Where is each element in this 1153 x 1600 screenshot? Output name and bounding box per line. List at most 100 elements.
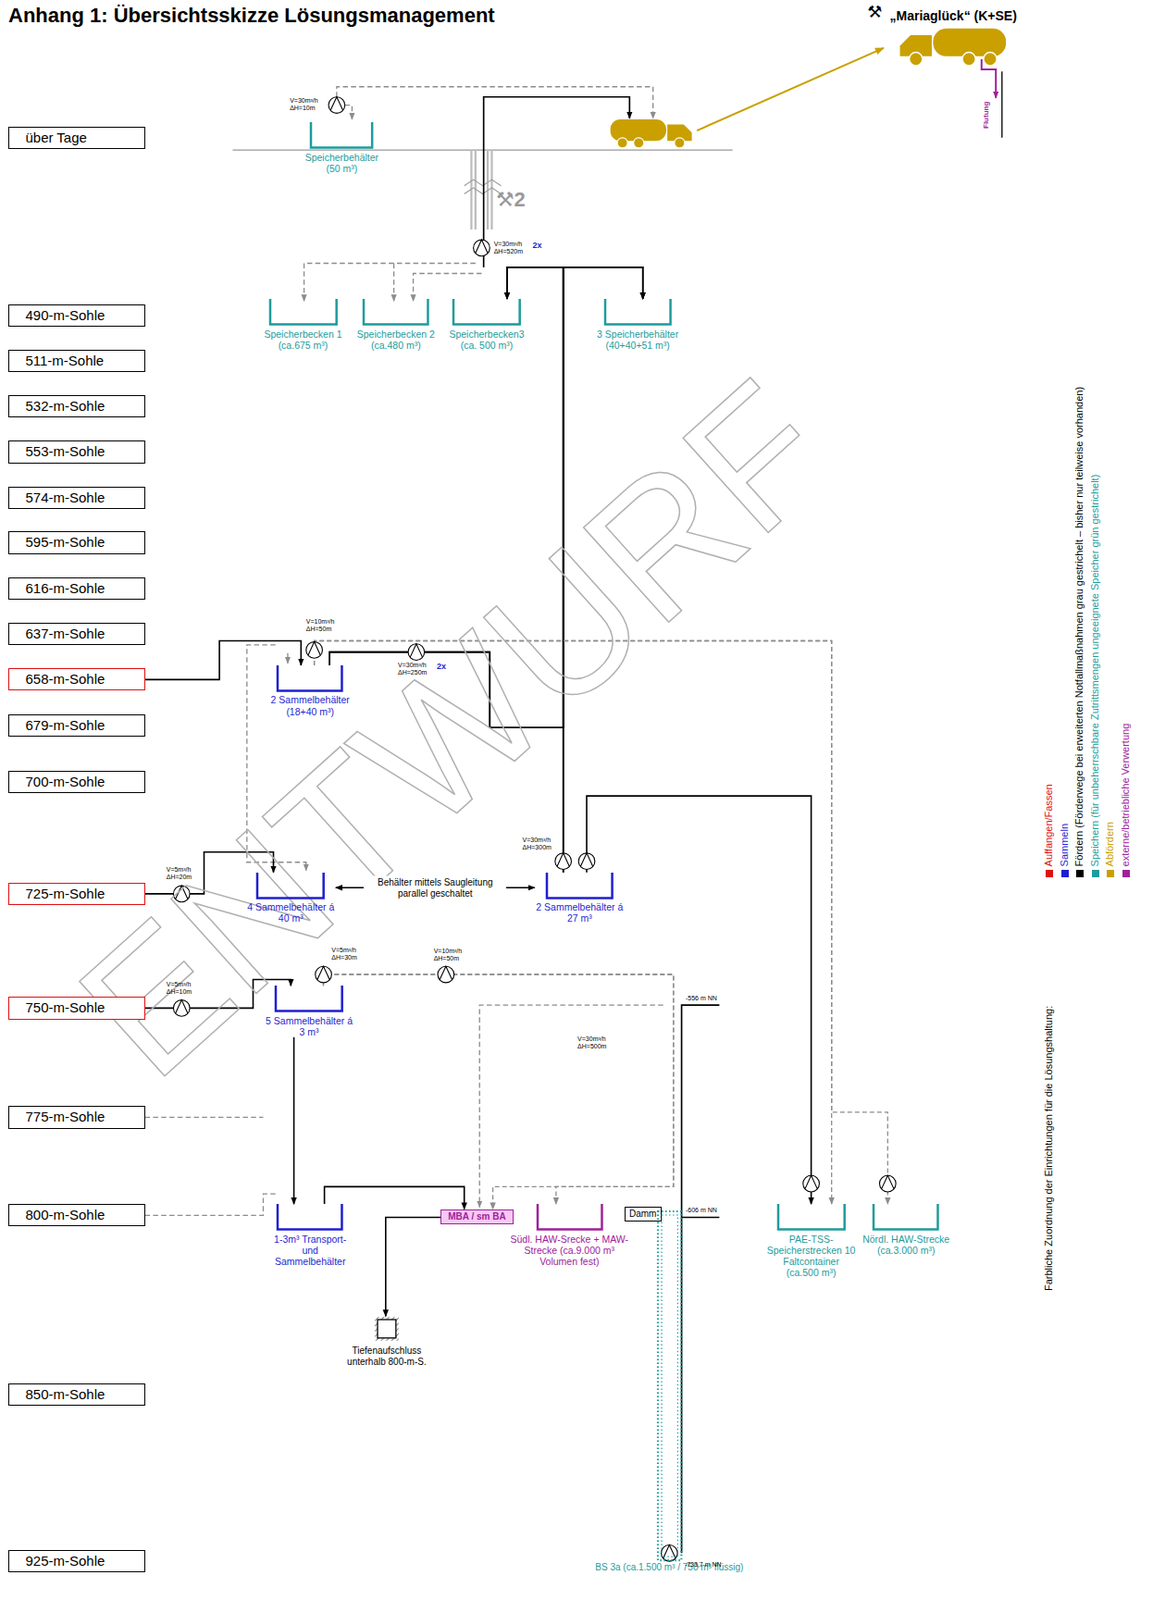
tank-wall bbox=[270, 298, 337, 325]
level-name: 511-m-Sohle bbox=[24, 350, 144, 372]
tank-node: 1-3m³ Transport- und Sammelbehälter bbox=[267, 1203, 354, 1267]
box-label: MBA / sm BA bbox=[445, 1210, 509, 1225]
level-box: 850-m-Sohle bbox=[8, 1383, 146, 1406]
pipe-connector bbox=[293, 1037, 296, 1204]
legend-swatch bbox=[1076, 869, 1084, 878]
level-name: 658-m-Sohle bbox=[24, 669, 144, 690]
pump-circle bbox=[661, 1544, 679, 1562]
level-box: 775-m-Sohle bbox=[8, 1105, 146, 1129]
pump-mark bbox=[308, 642, 321, 656]
annotation: V=10m³/h ΔH=50m bbox=[433, 947, 463, 963]
level-box: 679-m-Sohle bbox=[8, 714, 146, 737]
tank-label: 4 Sammelbehälter á 40 m³ bbox=[246, 872, 336, 925]
pump-symbol bbox=[408, 644, 425, 661]
tank-node: 2 Sammelbehälter á 27 m³ bbox=[534, 872, 625, 925]
tank-node: Nördl. HAW-Strecke (ca.3.000 m³) bbox=[857, 1203, 955, 1256]
pipe-connector bbox=[586, 795, 812, 1204]
level-box: 800-m-Sohle bbox=[8, 1203, 146, 1227]
pump-circle bbox=[173, 1000, 190, 1017]
tank-wall bbox=[277, 665, 342, 692]
level-name: 532-m-Sohle bbox=[24, 396, 144, 417]
pump-circle bbox=[408, 644, 425, 661]
pump-mark bbox=[175, 1000, 188, 1014]
level-box: 658-m-Sohle bbox=[8, 668, 146, 691]
legend-row: Fördern (Förderwege bei erweiterten Notf… bbox=[1071, 386, 1088, 878]
level-name: über Tage bbox=[24, 127, 144, 149]
tank-outline bbox=[255, 872, 326, 902]
annotation: 2x bbox=[436, 661, 447, 671]
annotation: ⚒2 bbox=[495, 187, 526, 211]
page-title: Anhang 1: Übersichtsskizze Lösungsmanage… bbox=[8, 3, 496, 28]
pipe-connector bbox=[323, 974, 674, 1204]
legend-swatch bbox=[1106, 869, 1115, 878]
legend-swatch bbox=[1045, 869, 1054, 878]
legend-text: Sammeln bbox=[1057, 823, 1069, 867]
tank-label: PAE-TSS-Speicherstrecken 10 Faltcontaine… bbox=[766, 1203, 856, 1278]
legend-row: Abfördern bbox=[1102, 821, 1118, 878]
dashed-pipes-part bbox=[304, 262, 476, 301]
shaft-label: Tiefenaufschluss unterhalb 800-m-S. bbox=[335, 1315, 438, 1367]
dashed-pipes-part bbox=[336, 86, 654, 119]
level-box: 553-m-Sohle bbox=[8, 440, 146, 463]
tank-node: Speicherbecken 1 (ca.675 m³) bbox=[257, 298, 349, 351]
level-box: 700-m-Sohle bbox=[8, 770, 146, 794]
legend-swatch bbox=[1060, 869, 1068, 878]
pump-mark bbox=[175, 885, 188, 899]
tank-wall bbox=[257, 872, 324, 899]
level-box: 725-m-Sohle bbox=[8, 882, 146, 906]
pump-symbol bbox=[803, 1175, 820, 1192]
pump-circle bbox=[879, 1175, 896, 1192]
level-box: 574-m-Sohle bbox=[8, 486, 146, 509]
pump-circle bbox=[173, 885, 190, 903]
dashed-pipes-part bbox=[393, 262, 395, 301]
pump-symbol bbox=[315, 966, 333, 983]
legend-heading: Farbliche Zuordnung der Einrichtungen fü… bbox=[1041, 1005, 1057, 1291]
annotation: V=30m³/h ΔH=300m bbox=[522, 836, 552, 852]
legend-swatch bbox=[1091, 869, 1099, 878]
legend-text: Auffangen/Fassen bbox=[1042, 783, 1054, 867]
borehole-inner bbox=[661, 1214, 678, 1557]
box-label: Damm bbox=[629, 1207, 658, 1220]
annotation: V=30m³/h ΔH=500m bbox=[577, 1035, 607, 1051]
tank-wall bbox=[310, 122, 372, 149]
dashed-pipes-part bbox=[286, 653, 288, 664]
level-name: 925-m-Sohle bbox=[24, 1550, 144, 1572]
tank-node: Südl. HAW-Srecke + MAW-Strecke (ca.9.000… bbox=[507, 1203, 633, 1267]
pump-symbol bbox=[879, 1175, 896, 1192]
pipe-connector bbox=[329, 267, 564, 728]
annotation: V=30m³/h ΔH=520m bbox=[494, 240, 523, 256]
level-name: 553-m-Sohle bbox=[24, 441, 144, 462]
level-box: 925-m-Sohle bbox=[8, 1549, 146, 1573]
pump-symbol bbox=[437, 966, 455, 983]
borehole-outline bbox=[656, 1209, 683, 1563]
tank-outline bbox=[273, 985, 345, 1015]
legend-row: Auffangen/Fassen bbox=[1041, 783, 1057, 878]
solid-pipes-part bbox=[681, 1004, 720, 1553]
dashed-pipes-part bbox=[345, 105, 353, 120]
pump-symbol bbox=[555, 853, 572, 870]
tank-node: Speicherbecken 2 (ca.480 m³) bbox=[349, 298, 442, 351]
pipe-connector bbox=[314, 641, 832, 1205]
solid-pipes-part bbox=[483, 97, 631, 240]
level-box: 616-m-Sohle bbox=[8, 577, 146, 600]
dashed-pipes-part bbox=[145, 1116, 264, 1118]
level-box: 637-m-Sohle bbox=[8, 622, 146, 645]
pipe-connector bbox=[145, 852, 274, 894]
shaft-inner bbox=[377, 1319, 397, 1339]
shaft-node: Tiefenaufschluss unterhalb 800-m-S. bbox=[335, 1315, 438, 1367]
pump-circle bbox=[803, 1175, 820, 1192]
transport-arrows-part bbox=[696, 48, 884, 131]
pipe-connector bbox=[507, 267, 564, 873]
level-box: 750-m-Sohle bbox=[8, 996, 146, 1019]
pump-circle bbox=[315, 966, 333, 983]
tank-label: Speicherbehälter (50 m³) bbox=[297, 122, 387, 174]
level-name: 700-m-Sohle bbox=[24, 771, 144, 793]
pipe-connector bbox=[563, 267, 644, 873]
dashed-pipes-part bbox=[145, 1193, 278, 1215]
pump-symbol bbox=[578, 853, 596, 870]
pipe-connector bbox=[323, 974, 674, 1210]
legend-text: Speichern (für unbeherrschbare Zutrittsm… bbox=[1088, 474, 1100, 868]
pump-symbol bbox=[473, 239, 491, 257]
